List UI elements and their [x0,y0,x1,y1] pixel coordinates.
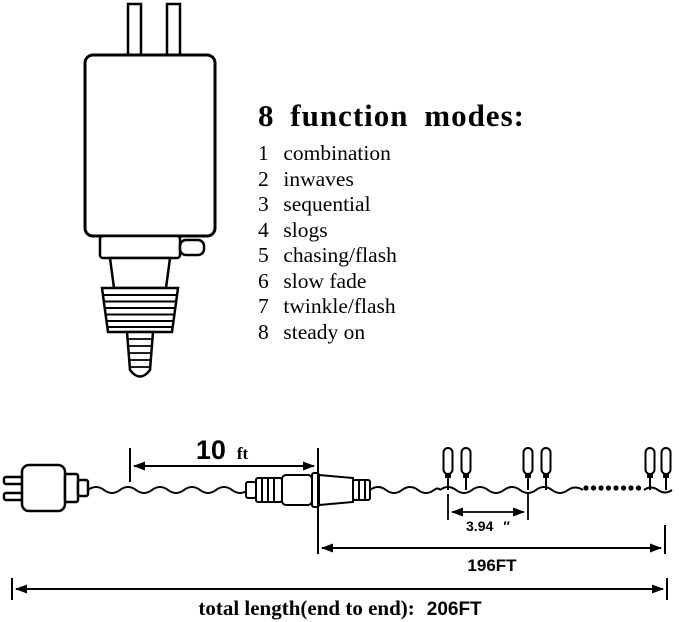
modes-list: 1 combination 2 inwaves 3 sequential 4 s… [258,141,525,345]
bulb-spacing-value: 3.94 [466,518,493,534]
mode-label: chasing/flash [283,243,397,267]
cable-tail [125,330,155,378]
total-length-value: 206FT [427,599,482,620]
bulb-spacing-dimension [447,494,529,520]
cable-tail-ribs [127,338,153,368]
total-length-dimension [11,578,668,600]
mode-item: 3 sequential [258,192,525,218]
mode-number: 8 [258,319,269,344]
string-wire-end [643,486,673,494]
mode-item: 6 slow fade [258,269,525,295]
mode-number: 4 [258,217,269,242]
function-modes-panel: 8 function modes: 1 combination 2 inwave… [258,98,525,345]
led-bulb [460,447,472,490]
mode-number: 5 [258,243,269,267]
mode-label: sequential [283,192,371,216]
led-bulb [442,447,454,490]
mode-item: 7 twinkle/flash [258,294,525,320]
led-bulb [540,447,552,490]
total-length-text: total length(end to end): [198,596,414,620]
mode-number: 1 [258,141,269,165]
total-length-label: total length(end to end): 206FT [198,596,482,620]
mode-item: 2 inwaves [258,167,525,193]
wall-plug-illustration [2,463,90,513]
plug-prong-left [126,2,143,59]
adapter-tab [178,238,206,257]
string-wire [439,486,584,494]
lead-length-dimension [129,448,319,554]
adapter-step [98,234,182,260]
string-length-label: 196FT [467,556,517,575]
plug-cord-boot [76,478,90,498]
mode-item: 1 combination [258,141,525,167]
adapter-body [83,53,217,238]
mode-number: 2 [258,166,269,191]
plug-body [20,463,67,513]
modes-title: 8 function modes: [258,98,525,133]
plug-prong-top [2,475,25,486]
string-light-dimension-diagram: 10 ft 3.94 ″ 196FT total length(end to e… [2,435,673,620]
mid-wire [369,486,441,494]
lead-length-unit: ft [237,444,249,463]
led-bulb [644,447,656,490]
mode-label: twinkle/flash [283,294,396,318]
plug-prong-right [165,2,182,59]
lead-wire [87,486,249,494]
led-bulb [522,447,534,490]
mode-label: steady on [283,319,366,344]
lead-length-label: 10 ft [196,435,249,465]
continuation-dots [583,485,642,491]
power-adapter-illustration [83,2,217,378]
mode-label: inwaves [283,166,354,191]
led-bulb [660,447,672,490]
string-length-dimension [321,525,666,554]
bulb-spacing-label: 3.94 ″ [466,518,510,535]
led-bulbs [442,447,672,490]
adapter-neck [108,256,172,290]
plug-strain-relief [63,472,80,504]
threaded-connector-ribs [103,294,177,328]
mode-number: 3 [258,192,269,216]
mode-item: 5 chasing/flash [258,243,525,269]
plug-prong-bottom [2,491,25,502]
bulb-spacing-unit: ″ [503,518,510,534]
mode-label: slow fade [283,268,367,293]
mode-item: 8 steady on [258,320,525,346]
mode-number: 6 [258,268,269,293]
mode-item: 4 slogs [258,218,525,244]
mode-label: combination [283,141,391,165]
lead-length-value: 10 [196,435,226,465]
connector-pair [245,472,371,508]
mode-number: 7 [258,294,269,318]
mode-label: slogs [283,217,328,242]
